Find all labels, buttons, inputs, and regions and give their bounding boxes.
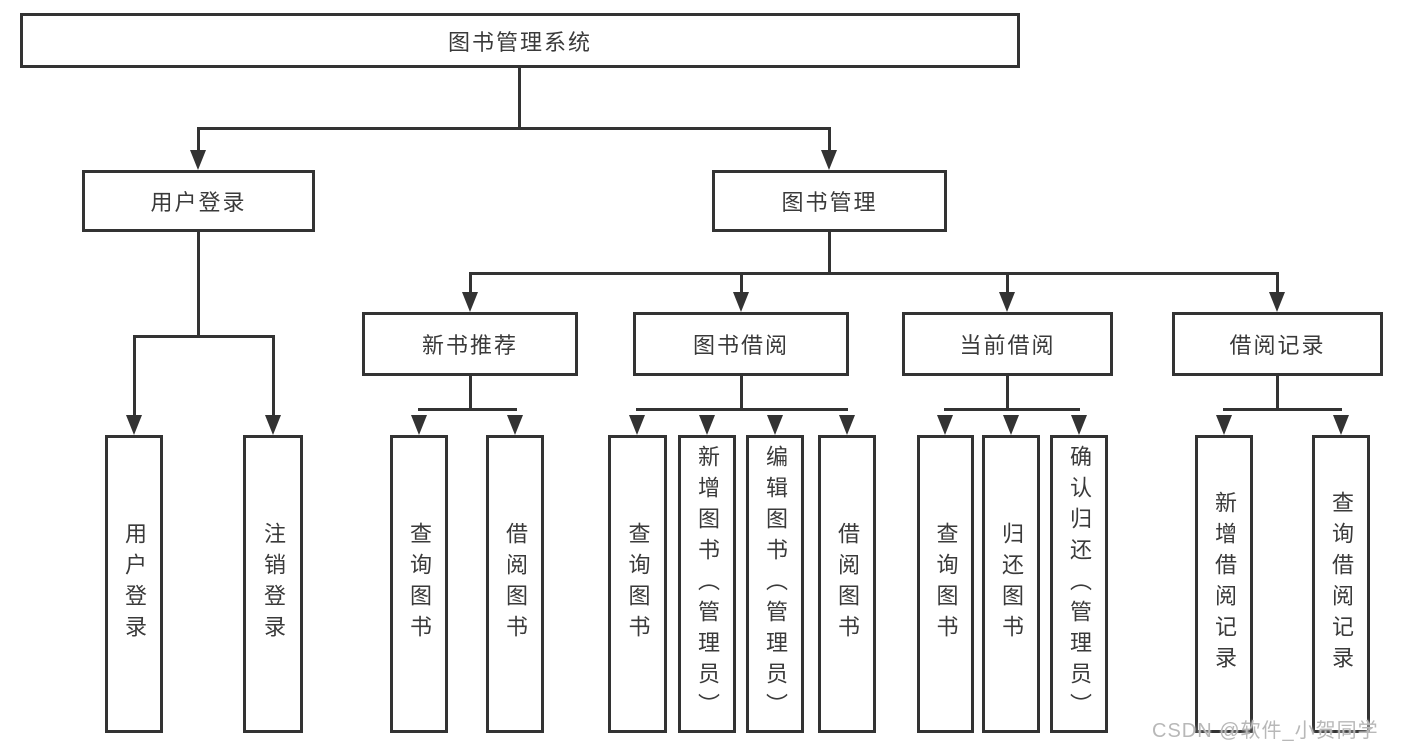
arrow-down-icon bbox=[265, 415, 281, 435]
connector-line bbox=[828, 127, 831, 153]
connector-line bbox=[197, 127, 200, 153]
arrow-down-icon bbox=[733, 292, 749, 312]
arrow-down-icon bbox=[699, 415, 715, 435]
node-borrow-records: 借阅记录 bbox=[1172, 312, 1383, 376]
arrow-down-icon bbox=[1216, 415, 1232, 435]
leaf-logout: 注销登录 bbox=[243, 435, 303, 733]
leaf-query-books-current: 查询图书 bbox=[917, 435, 974, 733]
connector-line bbox=[944, 408, 1080, 411]
leaf-edit-books-admin: 编辑图书（管理员） bbox=[746, 435, 804, 733]
leaf-borrow-books-recommend: 借阅图书 bbox=[486, 435, 544, 733]
arrow-down-icon bbox=[190, 150, 206, 170]
node-current-borrow: 当前借阅 bbox=[902, 312, 1113, 376]
connector-line bbox=[1276, 272, 1279, 296]
node-book-borrow: 图书借阅 bbox=[633, 312, 849, 376]
arrow-down-icon bbox=[821, 150, 837, 170]
arrow-down-icon bbox=[411, 415, 427, 435]
connector-line bbox=[272, 335, 275, 417]
arrow-down-icon bbox=[1071, 415, 1087, 435]
csdn-watermark: CSDN @软件_小贺同学 bbox=[1152, 720, 1379, 742]
arrow-down-icon bbox=[1333, 415, 1349, 435]
arrow-down-icon bbox=[1003, 415, 1019, 435]
leaf-user-login: 用户登录 bbox=[105, 435, 163, 733]
connector-line bbox=[740, 376, 743, 408]
connector-line bbox=[518, 68, 521, 127]
connector-line bbox=[1223, 408, 1342, 411]
leaf-query-books-recommend: 查询图书 bbox=[390, 435, 448, 733]
leaf-add-books-admin: 新增图书（管理员） bbox=[678, 435, 736, 733]
arrow-down-icon bbox=[462, 292, 478, 312]
connector-line bbox=[469, 272, 472, 296]
arrow-down-icon bbox=[629, 415, 645, 435]
arrow-down-icon bbox=[1269, 292, 1285, 312]
node-book-management: 图书管理 bbox=[712, 170, 947, 232]
leaf-confirm-return-admin: 确认归还（管理员） bbox=[1050, 435, 1108, 733]
arrow-down-icon bbox=[126, 415, 142, 435]
arrow-down-icon bbox=[507, 415, 523, 435]
connector-line bbox=[828, 232, 831, 272]
arrow-down-icon bbox=[767, 415, 783, 435]
connector-line bbox=[469, 272, 1279, 275]
connector-line bbox=[636, 408, 848, 411]
node-user-login: 用户登录 bbox=[82, 170, 315, 232]
leaf-query-books-borrow: 查询图书 bbox=[608, 435, 667, 733]
connector-line bbox=[197, 127, 831, 130]
leaf-add-borrow-record: 新增借阅记录 bbox=[1195, 435, 1253, 733]
leaf-borrow-books: 借阅图书 bbox=[818, 435, 876, 733]
node-root: 图书管理系统 bbox=[20, 13, 1020, 68]
connector-line bbox=[1276, 376, 1279, 408]
arrow-down-icon bbox=[839, 415, 855, 435]
connector-line bbox=[1006, 272, 1009, 296]
connector-line bbox=[133, 335, 136, 417]
arrow-down-icon bbox=[999, 292, 1015, 312]
connector-line bbox=[469, 376, 472, 408]
connector-line bbox=[1006, 376, 1009, 408]
node-new-book-recommend: 新书推荐 bbox=[362, 312, 578, 376]
connector-line bbox=[133, 335, 275, 338]
connector-line bbox=[740, 272, 743, 296]
leaf-return-books: 归还图书 bbox=[982, 435, 1040, 733]
connector-line bbox=[197, 232, 200, 335]
connector-line bbox=[418, 408, 517, 411]
arrow-down-icon bbox=[937, 415, 953, 435]
leaf-query-borrow-record: 查询借阅记录 bbox=[1312, 435, 1370, 733]
